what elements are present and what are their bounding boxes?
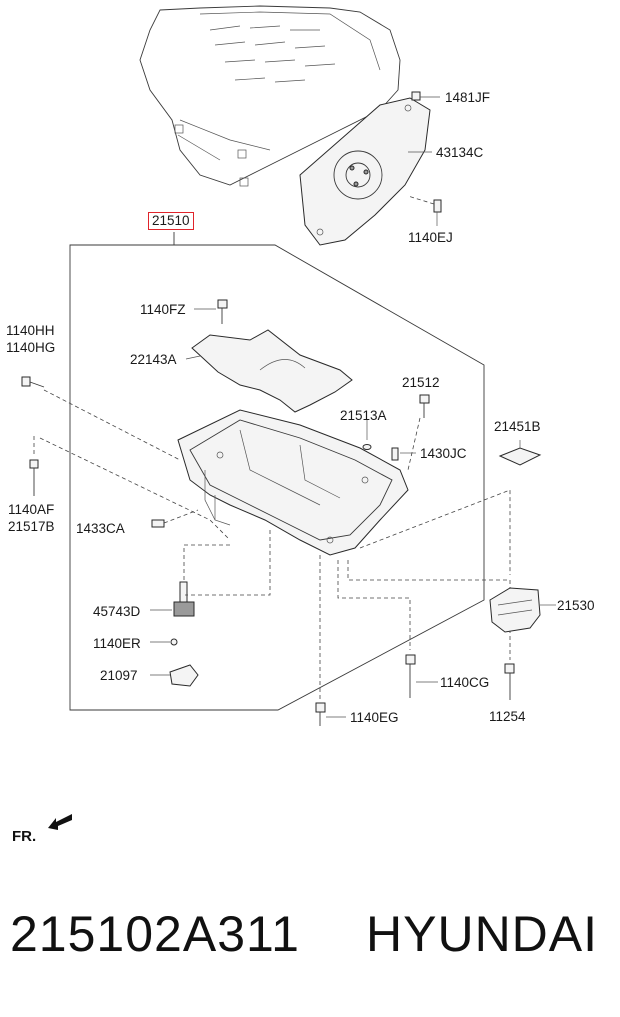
drain-plug-gasket [362, 444, 372, 450]
label-21530: 21530 [557, 598, 595, 613]
label-1433ca: 1433CA [76, 521, 125, 536]
bolt-1140cg [405, 654, 438, 698]
label-1481jf: 1481JF [445, 90, 491, 105]
label-1140er: 1140ER [93, 636, 141, 651]
label-21097: 21097 [100, 668, 138, 683]
bolt-1140ej [407, 195, 442, 226]
label-11254: 11254 [489, 709, 526, 724]
label-1140hh: 1140HH [6, 323, 55, 338]
assembly-outline [69, 232, 485, 711]
label-21451b: 21451B [494, 419, 541, 434]
label-22143a: 22143A [130, 352, 177, 367]
baffle-plate [185, 329, 353, 413]
label-1430jc: 1430JC [420, 446, 467, 461]
sensor-21097 [150, 664, 199, 687]
clip-1481jf [411, 91, 440, 101]
bolt-1140er [170, 638, 178, 646]
part-number: 215102A311 [10, 906, 300, 962]
brand-name: HYUNDAI [366, 906, 599, 962]
cover-21530 [489, 587, 556, 633]
bolt-1140eg [315, 702, 346, 726]
engine-block [139, 5, 401, 187]
rear-plate [299, 97, 431, 246]
orientation-label: FR. [12, 828, 37, 845]
label-1140hg: 1140HG [6, 340, 56, 355]
oil-level-sensor [150, 544, 230, 617]
stud-1140af [29, 436, 231, 541]
label-43134c: 43134C [436, 145, 484, 160]
label-45743d: 45743D [93, 604, 141, 619]
label-1140af: 1140AF [8, 502, 55, 517]
bolt-1140fz [194, 299, 228, 324]
oil-pan [177, 409, 409, 556]
label-1140cg: 1140CG [440, 675, 490, 690]
dowel-1433ca [151, 509, 199, 528]
front-arrow-icon [48, 814, 72, 830]
bracket-21451b [498, 440, 542, 466]
label-1140eg: 1140EG [350, 710, 399, 725]
label-1140fz: 1140FZ [140, 302, 186, 317]
label-1140ej: 1140EJ [408, 230, 453, 245]
bolt-11254 [504, 663, 515, 700]
bolt-1140hh [21, 376, 181, 461]
label-21512: 21512 [402, 375, 440, 390]
drain-plug [407, 394, 430, 471]
label-21517b: 21517B [8, 519, 55, 534]
label-21513a: 21513A [340, 408, 387, 423]
label-21510-highlighted: 21510 [148, 212, 194, 230]
dowel-pin [391, 447, 416, 461]
